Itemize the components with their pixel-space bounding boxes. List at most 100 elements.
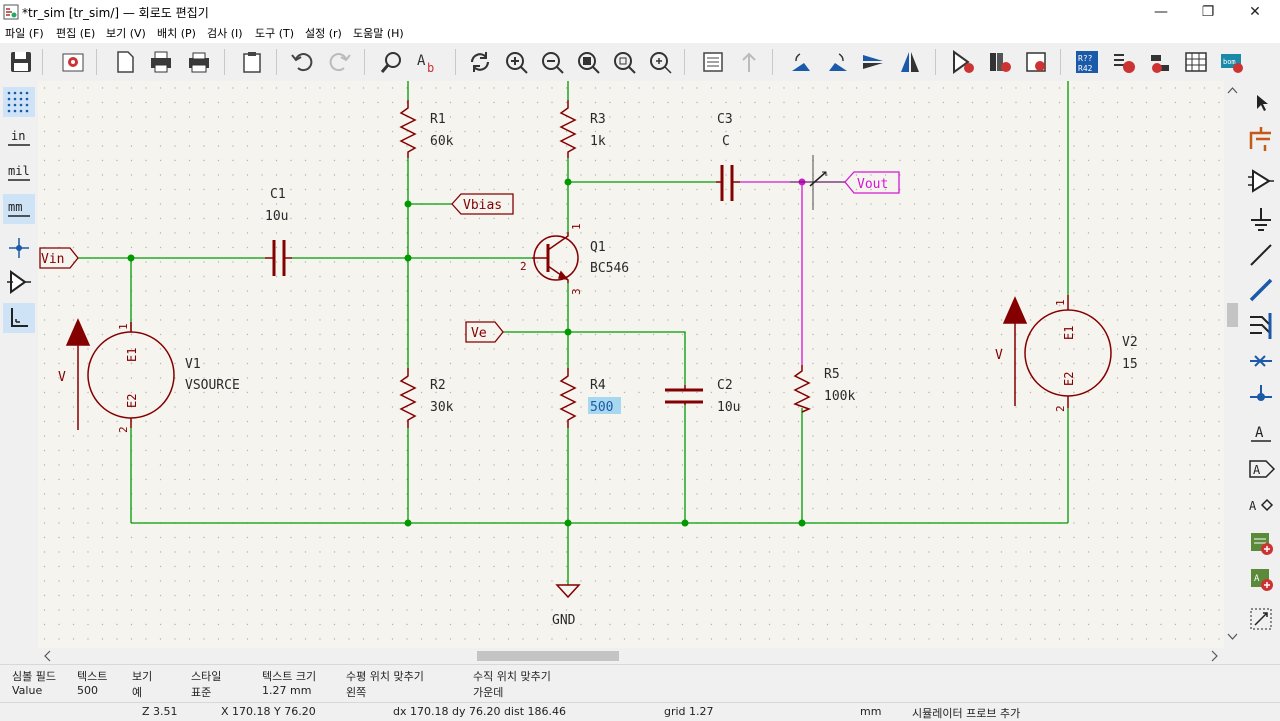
v1-ref[interactable]: V1	[185, 357, 201, 372]
highlight-net-icon[interactable]	[1245, 123, 1277, 155]
zoom-objects-icon[interactable]	[609, 47, 639, 77]
hierarchy-icon[interactable]	[698, 47, 728, 77]
zoom-in-icon[interactable]	[501, 47, 531, 77]
hierarchy-nav-icon[interactable]	[3, 267, 35, 297]
print-icon[interactable]	[146, 47, 176, 77]
r4-value[interactable]: 500	[590, 400, 613, 415]
v1-value[interactable]: VSOURCE	[185, 378, 240, 393]
rotate-cw-icon[interactable]	[823, 47, 853, 77]
units-inch-icon[interactable]: in	[3, 123, 35, 153]
units-mm-icon[interactable]: mm	[3, 194, 35, 224]
plot-icon[interactable]	[184, 47, 214, 77]
r2-ref[interactable]: R2	[430, 378, 446, 393]
scroll-down-icon[interactable]	[1227, 633, 1238, 640]
add-label-icon[interactable]: A	[1245, 417, 1277, 449]
import-sheet-pin-icon[interactable]: A	[1245, 563, 1277, 595]
netlist-icon[interactable]	[1145, 47, 1175, 77]
menu-inspect[interactable]: 검사 (I)	[207, 27, 243, 40]
label-ve[interactable]: Ve	[465, 321, 504, 343]
gnd-symbol[interactable]	[555, 584, 581, 599]
r3-value[interactable]: 1k	[590, 134, 606, 149]
symbol-library-icon[interactable]	[985, 47, 1015, 77]
leave-sheet-icon[interactable]	[734, 47, 764, 77]
add-sheet-icon[interactable]	[1245, 527, 1277, 559]
minimize-button[interactable]: —	[1154, 4, 1168, 20]
label-vout[interactable]: Vout	[844, 171, 900, 194]
add-wire-icon[interactable]	[1245, 239, 1277, 271]
horizontal-scrollbar[interactable]	[38, 648, 1224, 664]
q1-ref[interactable]: Q1	[590, 240, 606, 255]
add-junction-icon[interactable]	[1245, 381, 1277, 413]
select-icon[interactable]	[1245, 87, 1277, 119]
cursor-crosshair-icon[interactable]	[3, 233, 35, 263]
label-vin[interactable]: Vin	[39, 247, 79, 269]
wire-group[interactable]	[78, 81, 1069, 585]
add-bus-icon[interactable]	[1245, 274, 1277, 306]
save-icon[interactable]	[6, 47, 36, 77]
resistor-r4[interactable]	[559, 368, 577, 428]
paste-icon[interactable]	[237, 47, 267, 77]
gnd-label[interactable]: GND	[552, 613, 576, 628]
schematic-drawing[interactable]: Vin Vbias Ve Vout R1 60k R2 30k R3 1k R4…	[38, 81, 1224, 648]
resistor-r2[interactable]	[399, 368, 417, 428]
annotate-icon[interactable]: R??R42	[1072, 47, 1102, 77]
menu-edit[interactable]: 편집 (E)	[56, 27, 96, 40]
close-button[interactable]: ✕	[1249, 4, 1261, 20]
menu-file[interactable]: 파일 (F)	[5, 27, 44, 40]
c1-value[interactable]: 10u	[265, 209, 288, 224]
v2-value[interactable]: 15	[1122, 357, 1138, 372]
c1-ref[interactable]: C1	[270, 187, 286, 202]
scroll-right-icon[interactable]	[1211, 650, 1218, 662]
menu-help[interactable]: 도움말 (H)	[353, 27, 404, 40]
add-symbol-icon[interactable]	[1245, 165, 1277, 197]
horizontal-scroll-thumb[interactable]	[477, 651, 619, 661]
mirror-v-icon[interactable]	[858, 47, 888, 77]
c3-ref[interactable]: C3	[717, 112, 733, 127]
pcb-icon[interactable]: bom	[1217, 47, 1247, 77]
transistor-q1[interactable]	[532, 232, 579, 283]
capacitor-c2[interactable]	[665, 388, 703, 404]
scroll-up-icon[interactable]	[1227, 87, 1238, 94]
menu-place[interactable]: 배치 (P)	[157, 27, 196, 40]
zoom-fit-icon[interactable]	[573, 47, 603, 77]
v2-ref[interactable]: V2	[1122, 335, 1138, 350]
grid-toggle-icon[interactable]	[3, 87, 35, 117]
mirror-h-icon[interactable]	[895, 47, 925, 77]
schematic-setup-icon[interactable]	[58, 47, 88, 77]
redo-icon[interactable]	[325, 47, 355, 77]
footprint-assign-icon[interactable]	[1021, 47, 1051, 77]
c3-value[interactable]: C	[722, 134, 730, 149]
voltage-source-v1[interactable]	[65, 318, 175, 430]
add-no-connect-icon[interactable]	[1245, 345, 1277, 377]
rotate-ccw-icon[interactable]	[786, 47, 816, 77]
find-icon[interactable]	[377, 47, 407, 77]
page-settings-icon[interactable]	[110, 47, 140, 77]
c2-value[interactable]: 10u	[717, 400, 740, 415]
r2-value[interactable]: 30k	[430, 400, 454, 415]
r4-ref[interactable]: R4	[590, 378, 606, 393]
add-power-icon[interactable]	[1245, 203, 1277, 235]
menu-view[interactable]: 보기 (V)	[106, 27, 146, 40]
r5-value[interactable]: 100k	[824, 389, 855, 404]
refresh-icon[interactable]	[465, 47, 495, 77]
capacitor-c3[interactable]	[720, 165, 734, 201]
r1-ref[interactable]: R1	[430, 112, 446, 127]
zoom-out-icon[interactable]	[537, 47, 567, 77]
vertical-scrollbar[interactable]	[1224, 81, 1241, 648]
maximize-button[interactable]: ❐	[1201, 4, 1215, 20]
q1-value[interactable]: BC546	[590, 261, 629, 276]
r1-value[interactable]: 60k	[430, 134, 454, 149]
resistor-r5[interactable]	[793, 365, 812, 413]
scroll-left-icon[interactable]	[44, 650, 51, 662]
zoom-selection-icon[interactable]	[645, 47, 675, 77]
undo-icon[interactable]	[287, 47, 317, 77]
r5-ref[interactable]: R5	[824, 367, 840, 382]
add-text-icon[interactable]	[1245, 603, 1277, 635]
resistor-r3[interactable]	[559, 100, 577, 158]
bom-table-icon[interactable]	[1181, 47, 1211, 77]
c2-ref[interactable]: C2	[717, 378, 733, 393]
symbol-editor-icon[interactable]	[948, 47, 978, 77]
angle-45-icon[interactable]	[3, 303, 35, 333]
schematic-canvas[interactable]: Vin Vbias Ve Vout R1 60k R2 30k R3 1k R4…	[38, 81, 1224, 648]
